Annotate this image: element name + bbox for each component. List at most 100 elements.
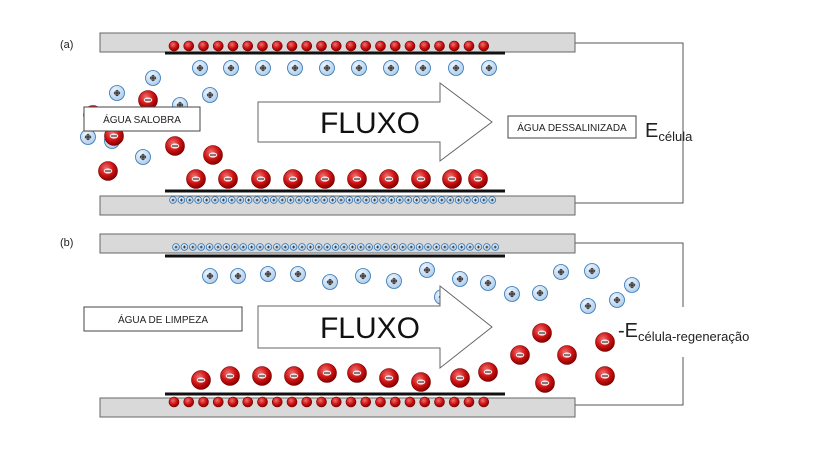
cation-ion: [389, 396, 401, 408]
anion-ion: [314, 243, 323, 251]
anion-ion: [169, 196, 177, 204]
anion-ion: [404, 196, 413, 204]
anion-ion: [353, 196, 362, 204]
anion-ion: [348, 243, 357, 251]
panel-b: (b) ÁGUA DE LIMPEZA FLUXO -Ecélula-regen…: [60, 233, 749, 418]
cation-ion: [242, 40, 254, 52]
cation-ion: [442, 169, 462, 189]
panel-a-outlet-label: ÁGUA DESSALINIZADA: [517, 121, 627, 134]
anion-ion: [429, 196, 438, 204]
panel-b-voltage-main: -E: [618, 320, 638, 342]
anion-ion: [260, 266, 276, 282]
anion-ion: [239, 243, 248, 251]
anion-ion: [355, 268, 371, 284]
anion-ion: [295, 196, 303, 204]
panel-b-circuit-wire: [575, 242, 684, 307]
anion-ion: [202, 268, 218, 284]
cation-ion: [186, 169, 206, 189]
cation-ion: [252, 366, 272, 386]
anion-ion: [448, 60, 464, 76]
panel-a-voltage-main: E: [645, 120, 658, 142]
cation-ion: [198, 396, 209, 408]
anion-ion: [290, 266, 306, 282]
anion-ion: [194, 196, 203, 204]
anion-ion: [463, 196, 471, 204]
panel-a-flow-label: FLUXO: [320, 107, 420, 140]
anion-ion: [264, 243, 273, 251]
panel-a-circuit-wire: [575, 42, 684, 204]
anion-ion: [362, 196, 371, 204]
anion-ion: [457, 243, 466, 251]
anion-ion: [255, 60, 271, 76]
cation-ion: [242, 396, 254, 408]
anion-ion: [109, 85, 125, 101]
anion-ion: [504, 286, 520, 302]
anion-ion: [306, 243, 315, 251]
cation-ion: [375, 40, 386, 52]
anion-ion: [365, 243, 374, 251]
cation-ion: [595, 332, 615, 352]
anion-ion: [449, 243, 458, 251]
anion-ion: [289, 243, 298, 251]
anion-ion: [415, 60, 431, 76]
anion-ion: [446, 196, 455, 204]
cation-ion: [212, 396, 224, 408]
anion-ion: [320, 196, 329, 204]
cation-ion: [463, 396, 475, 408]
anion-ion: [205, 243, 214, 251]
cation-ion: [450, 368, 470, 388]
panel-b-voltage-label: -Ecélula-regeneração: [618, 320, 749, 344]
cation-ion: [286, 40, 298, 52]
cation-ion: [183, 40, 195, 52]
cation-ion: [379, 169, 399, 189]
cation-ion: [257, 396, 268, 408]
anion-ion: [382, 243, 390, 251]
cation-ion: [532, 323, 552, 343]
anion-ion: [609, 292, 625, 308]
anion-ion: [482, 243, 491, 251]
anion-ion: [466, 243, 474, 251]
anion-ion: [351, 60, 367, 76]
cation-ion: [404, 396, 416, 408]
cation-ion: [251, 169, 271, 189]
cation-ion: [468, 169, 488, 189]
anion-ion: [303, 196, 312, 204]
cation-ion: [434, 40, 445, 52]
cation-ion: [375, 396, 386, 408]
cation-ion: [138, 90, 158, 110]
cation-ion: [227, 40, 239, 52]
anion-ion: [345, 196, 354, 204]
anion-ion: [256, 243, 264, 251]
cation-ion: [203, 145, 223, 165]
cation-ion: [478, 396, 490, 408]
cation-ion: [284, 366, 304, 386]
anion-ion: [491, 243, 500, 251]
anion-ion: [437, 196, 446, 204]
anion-ion: [278, 196, 287, 204]
anion-ion: [145, 70, 161, 86]
panel-a-flow-arrow: [257, 82, 493, 162]
panel-a-label: (a): [60, 39, 73, 51]
anion-ion: [395, 196, 404, 204]
cation-ion: [535, 373, 555, 393]
cation-ion: [448, 40, 460, 52]
anion-ion: [247, 243, 256, 251]
anion-ion: [192, 60, 208, 76]
anion-ion: [412, 196, 421, 204]
anion-ion: [480, 275, 496, 291]
cation-ion: [389, 40, 401, 52]
cation-ion: [198, 40, 209, 52]
anion-ion: [269, 196, 278, 204]
anion-ion: [135, 149, 151, 165]
anion-ion: [287, 60, 303, 76]
anion-ion: [488, 196, 497, 204]
cation-ion: [347, 363, 367, 383]
anion-ion: [223, 60, 239, 76]
cation-ion: [345, 396, 357, 408]
cation-ion: [360, 396, 372, 408]
anion-ion: [356, 243, 365, 251]
anion-ion: [440, 243, 449, 251]
anion-ion: [452, 271, 468, 287]
anion-ion: [407, 243, 416, 251]
anion-ion: [177, 196, 186, 204]
